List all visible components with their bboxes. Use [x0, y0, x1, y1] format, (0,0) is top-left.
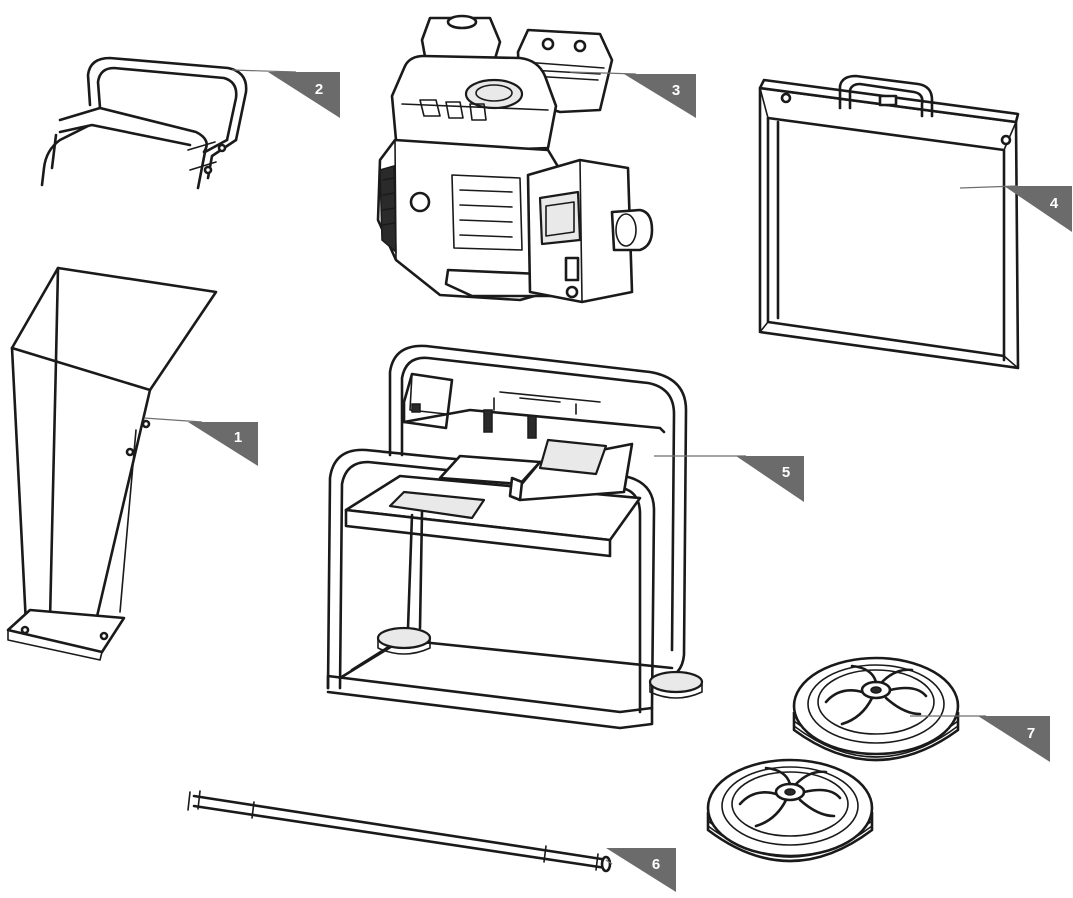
- callout-5: 5: [736, 456, 804, 502]
- chute-part: [6, 266, 218, 661]
- callout-4-label: 4: [1050, 195, 1059, 212]
- axle-part: [187, 790, 612, 873]
- callout-6-label: 6: [652, 856, 660, 873]
- callout-6: 6: [606, 848, 676, 892]
- main-frame-part: [326, 344, 704, 730]
- engine-part: [376, 14, 654, 304]
- callout-2-label: 2: [315, 81, 323, 98]
- callout-4: 4: [1004, 186, 1072, 232]
- callout-7-label: 7: [1027, 725, 1035, 742]
- callout-1: 1: [188, 422, 258, 466]
- handle-part: [40, 56, 248, 190]
- screen-frame-part: [758, 74, 1020, 370]
- callout-5-label: 5: [782, 464, 790, 481]
- callout-3-label: 3: [672, 82, 680, 99]
- wheels-part: [706, 656, 960, 863]
- leader-lines: [143, 69, 1019, 865]
- callout-2: 2: [268, 72, 340, 118]
- callout-7: 7: [978, 716, 1050, 762]
- callout-3: 3: [624, 74, 696, 118]
- callout-1-label: 1: [234, 429, 242, 446]
